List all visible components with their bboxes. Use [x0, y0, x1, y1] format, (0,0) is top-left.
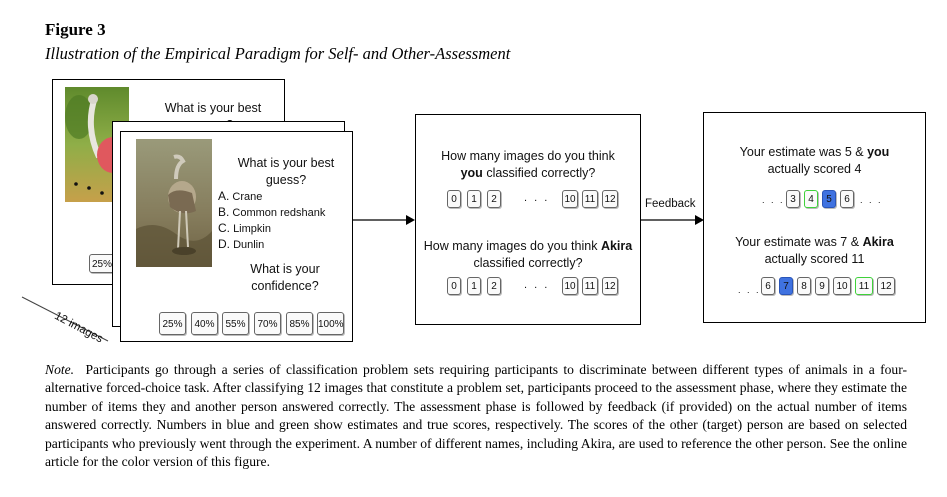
- other-score-6: 6: [761, 277, 775, 295]
- answer-option-c[interactable]: C. Limpkin: [218, 220, 271, 237]
- other-estimate-button-10[interactable]: 10: [562, 277, 578, 295]
- front-image-card: What is your best guess? A. Crane B. Com…: [120, 131, 353, 342]
- other-assessment-question: How many images do you think Akira class…: [416, 238, 640, 272]
- other-question-post: classified correctly?: [473, 256, 583, 270]
- self-feedback-text: Your estimate was 5 & you actually score…: [704, 144, 925, 178]
- other-feedback-line1: Your estimate was 7 &: [735, 235, 860, 249]
- other-feedback-text: Your estimate was 7 & Akira actually sco…: [704, 234, 925, 268]
- other-estimate-button-12[interactable]: 12: [602, 277, 618, 295]
- front-card-question: What is your best guess?: [237, 156, 335, 187]
- feedback-arrow-label: Feedback: [645, 198, 696, 210]
- self-estimate-button-10[interactable]: 10: [562, 190, 578, 208]
- other-feedback-line2: actually scored 11: [764, 252, 865, 266]
- bird-photo: [136, 139, 212, 267]
- answer-option-a[interactable]: A. Crane: [218, 188, 262, 205]
- self-assessment-question: How many images do you think you classif…: [416, 148, 640, 182]
- self-question-post: classified correctly?: [486, 166, 596, 180]
- other-score-8: 8: [797, 277, 811, 295]
- self-estimate-button-2[interactable]: 2: [487, 190, 501, 208]
- self-score-4-true: 4: [804, 190, 818, 208]
- confidence-button-40[interactable]: 40%: [191, 312, 218, 335]
- self-question-pre: How many images do you think: [441, 149, 615, 163]
- option-text: Dunlin: [233, 239, 265, 251]
- assessment-card: How many images do you think you classif…: [415, 114, 641, 325]
- self-row-lead-dots: . . .: [762, 195, 785, 205]
- note-lead: Note.: [45, 362, 75, 377]
- option-letter: D.: [218, 237, 230, 251]
- other-feedback-bold: Akira: [862, 235, 894, 249]
- option-letter: B.: [218, 205, 230, 219]
- confidence-button-70[interactable]: 70%: [254, 312, 281, 335]
- self-feedback-line1: Your estimate was 5 &: [739, 145, 864, 159]
- other-score-7-estimate: 7: [779, 277, 793, 295]
- other-score-10: 10: [833, 277, 851, 295]
- self-estimate-ellipsis: . . .: [524, 192, 550, 204]
- self-estimate-button-1[interactable]: 1: [467, 190, 481, 208]
- self-row-trail-dots: . . .: [860, 195, 883, 205]
- confidence-button-100[interactable]: 100%: [317, 312, 344, 335]
- confidence-button-25[interactable]: 25%: [159, 312, 186, 335]
- other-estimate-button-0[interactable]: 0: [447, 277, 461, 295]
- self-question-bold: you: [460, 166, 483, 180]
- note-body: Participants go through a series of clas…: [45, 362, 907, 470]
- figure-title: Illustration of the Empirical Paradigm f…: [45, 44, 511, 63]
- figure-label: Figure 3: [45, 20, 106, 39]
- stack-arrow: [21, 296, 109, 342]
- confidence-button-55[interactable]: 55%: [222, 312, 249, 335]
- arrow-to-assessment: [352, 215, 415, 225]
- option-text: Crane: [232, 191, 263, 203]
- option-letter: A.: [218, 189, 230, 203]
- option-text: Limpkin: [233, 223, 271, 235]
- self-score-5-estimate: 5: [822, 190, 836, 208]
- self-feedback-bold: you: [867, 145, 890, 159]
- other-estimate-button-11[interactable]: 11: [582, 277, 598, 295]
- option-letter: C.: [218, 221, 230, 235]
- other-estimate-button-1[interactable]: 1: [467, 277, 481, 295]
- self-estimate-button-11[interactable]: 11: [582, 190, 598, 208]
- self-feedback-line2: actually scored 4: [767, 162, 862, 176]
- option-text: Common redshank: [232, 207, 326, 219]
- confidence-question: What is your confidence?: [250, 262, 320, 293]
- other-row-lead-dots: . . .: [738, 285, 761, 295]
- other-question-bold: Akira: [600, 239, 633, 253]
- other-estimate-ellipsis: . . .: [524, 279, 550, 291]
- figure-note: Note. Participants go through a series o…: [45, 361, 907, 471]
- self-score-6: 6: [840, 190, 854, 208]
- confidence-button-85[interactable]: 85%: [286, 312, 313, 335]
- other-score-9: 9: [815, 277, 829, 295]
- feedback-card: Your estimate was 5 & you actually score…: [703, 112, 926, 323]
- other-estimate-button-2[interactable]: 2: [487, 277, 501, 295]
- self-score-3: 3: [786, 190, 800, 208]
- other-score-11-true: 11: [855, 277, 873, 295]
- self-estimate-button-12[interactable]: 12: [602, 190, 618, 208]
- answer-option-d[interactable]: D. Dunlin: [218, 236, 264, 253]
- answer-option-b[interactable]: B. Common redshank: [218, 204, 325, 221]
- other-question-pre: How many images do you think: [423, 239, 598, 253]
- other-score-12: 12: [877, 277, 895, 295]
- back-card-confidence-button[interactable]: 25%: [89, 254, 115, 273]
- arrow-to-feedback: [641, 215, 704, 225]
- self-estimate-button-0[interactable]: 0: [447, 190, 461, 208]
